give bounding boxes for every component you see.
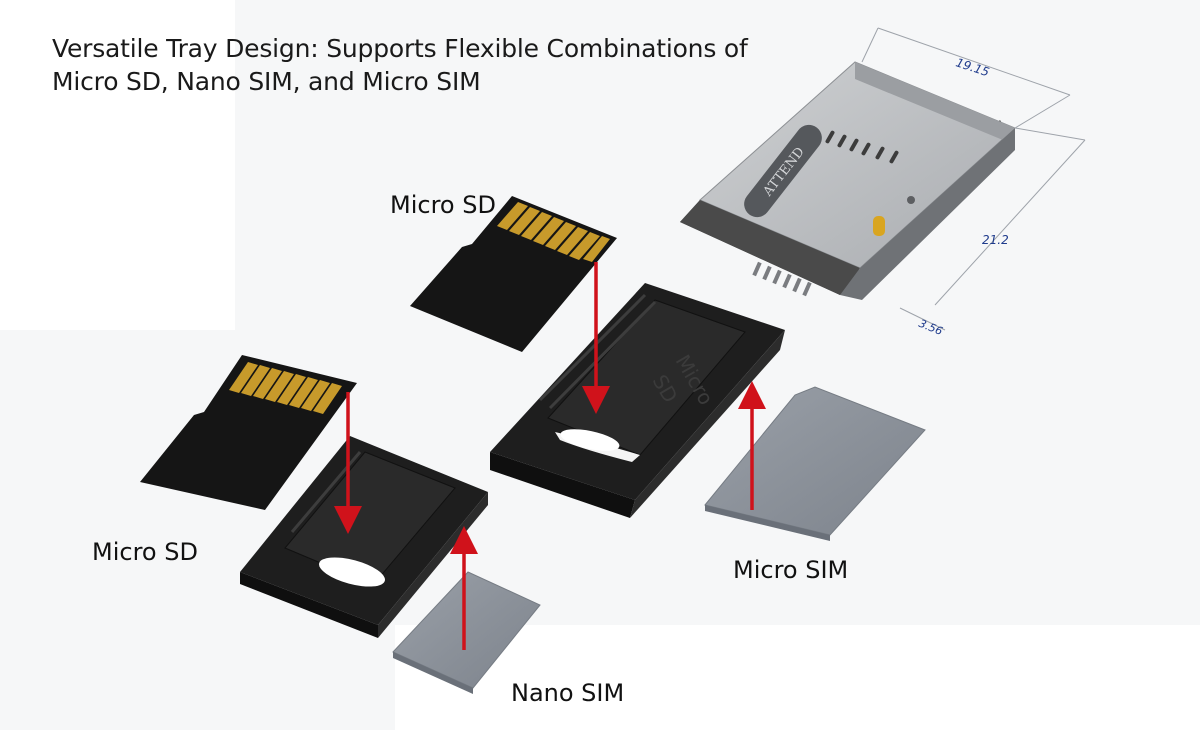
micro-sd-card-left — [140, 355, 357, 510]
connector-gold-pad — [873, 216, 885, 236]
label-micro-sd-left: Micro SD — [92, 538, 198, 566]
label-nano-sim: Nano SIM — [511, 679, 625, 707]
dimension-width: 19.15 — [954, 55, 991, 79]
label-micro-sim: Micro SIM — [733, 556, 849, 584]
small-tray — [240, 436, 488, 638]
micro-sim-card — [704, 386, 926, 541]
sim-card-connector: ATTEND — [680, 27, 1086, 331]
dimension-lines — [861, 27, 1086, 331]
title-line-2: Micro SD, Nano SIM, and Micro SIM — [52, 67, 481, 96]
page-title: Versatile Tray Design: Supports Flexible… — [52, 32, 772, 98]
dimension-depth: 21.2 — [982, 233, 1009, 247]
dimension-height: 3.56 — [917, 317, 945, 338]
large-tray: Micro SD — [490, 283, 785, 518]
title-line-1: Versatile Tray Design: Supports Flexible… — [52, 34, 748, 63]
insertion-arrows — [334, 262, 766, 650]
small-tray-cutout — [319, 557, 385, 587]
micro-sd-card-top — [410, 196, 617, 352]
label-micro-sd-top: Micro SD — [390, 191, 496, 219]
gold-contacts-left — [229, 362, 342, 414]
connector-slots — [825, 130, 899, 164]
gold-contacts-top — [497, 202, 610, 262]
connector-contact-pins — [752, 261, 812, 297]
nano-sim-card — [392, 571, 541, 694]
connector-hole — [907, 196, 915, 204]
